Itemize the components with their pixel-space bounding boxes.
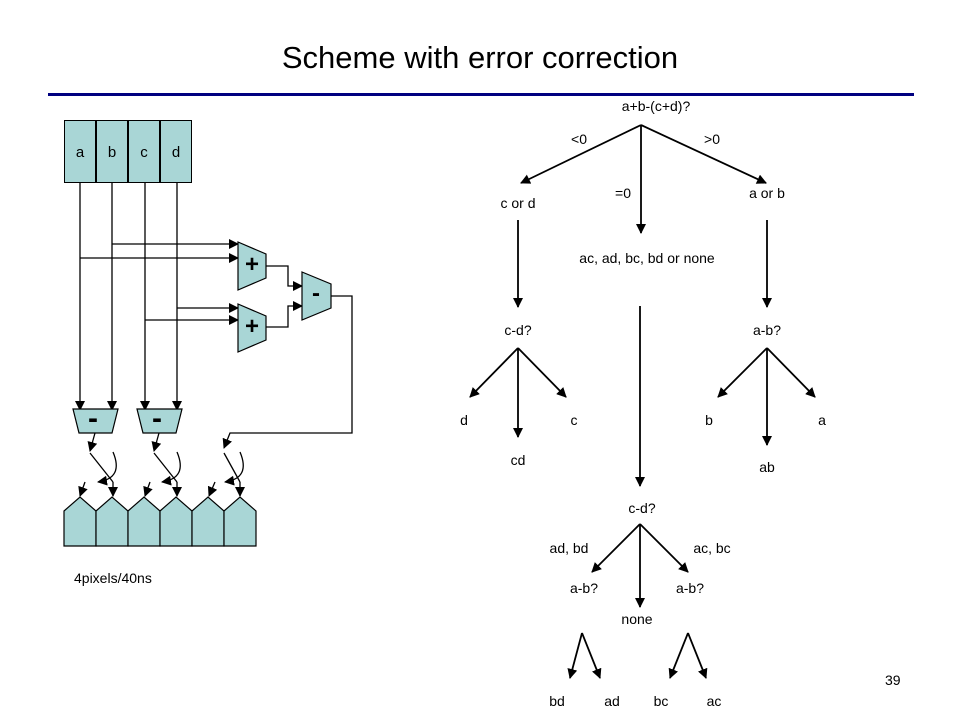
right-leaf-ab: ab [759,459,775,475]
branch-lt-label: <0 [571,131,587,147]
branch-eq-label: =0 [615,185,631,201]
register-b: b [96,120,128,183]
adder-bottom-shape [237,303,267,353]
left-question: c-d? [504,322,532,338]
low-right-label: ac, bc [693,540,731,556]
adder-bottom-label: + [245,313,260,340]
rate-label: 4pixels/40ns [74,570,152,586]
left-leaf-c: c [570,412,578,428]
output-registers [63,496,257,547]
left-node: c or d [500,195,536,211]
tree-root: a+b-(c+d)? [621,98,691,114]
subtractor-shape [301,271,332,321]
low-left-question: a-b? [569,580,599,596]
register-a: a [64,120,96,183]
low-left-label: ad, bd [549,540,589,556]
left-leaf-cd: cd [510,452,526,468]
low-question: c-d? [628,500,656,516]
sub-left-shape [72,408,119,434]
sub-right-label: - [152,402,162,435]
adder-top-label: + [245,251,260,278]
left-leaf-d: d [460,412,468,428]
right-leaf-b: b [705,412,713,428]
register-c: c [128,120,160,183]
branch-gt-label: >0 [704,131,720,147]
right-question: a-b? [752,322,782,338]
subtractor-label: - [312,280,320,307]
low-right-question: a-b? [675,580,705,596]
sub-right-shape [136,408,183,434]
leaf-bc: bc [653,693,669,709]
slide-title: Scheme with error correction [281,40,679,75]
right-node: a or b [749,185,785,201]
register-d: d [160,120,192,183]
page-number: 39 [885,672,901,688]
mid-node: ac, ad, bc, bd or none [579,250,715,266]
right-leaf-a: a [818,412,826,428]
low-none: none [621,611,653,627]
title-underline [48,93,914,96]
sub-left-label: - [88,402,98,435]
leaf-ac: ac [706,693,722,709]
leaf-ad: ad [604,693,620,709]
adder-top-shape [237,241,267,291]
leaf-bd: bd [549,693,565,709]
